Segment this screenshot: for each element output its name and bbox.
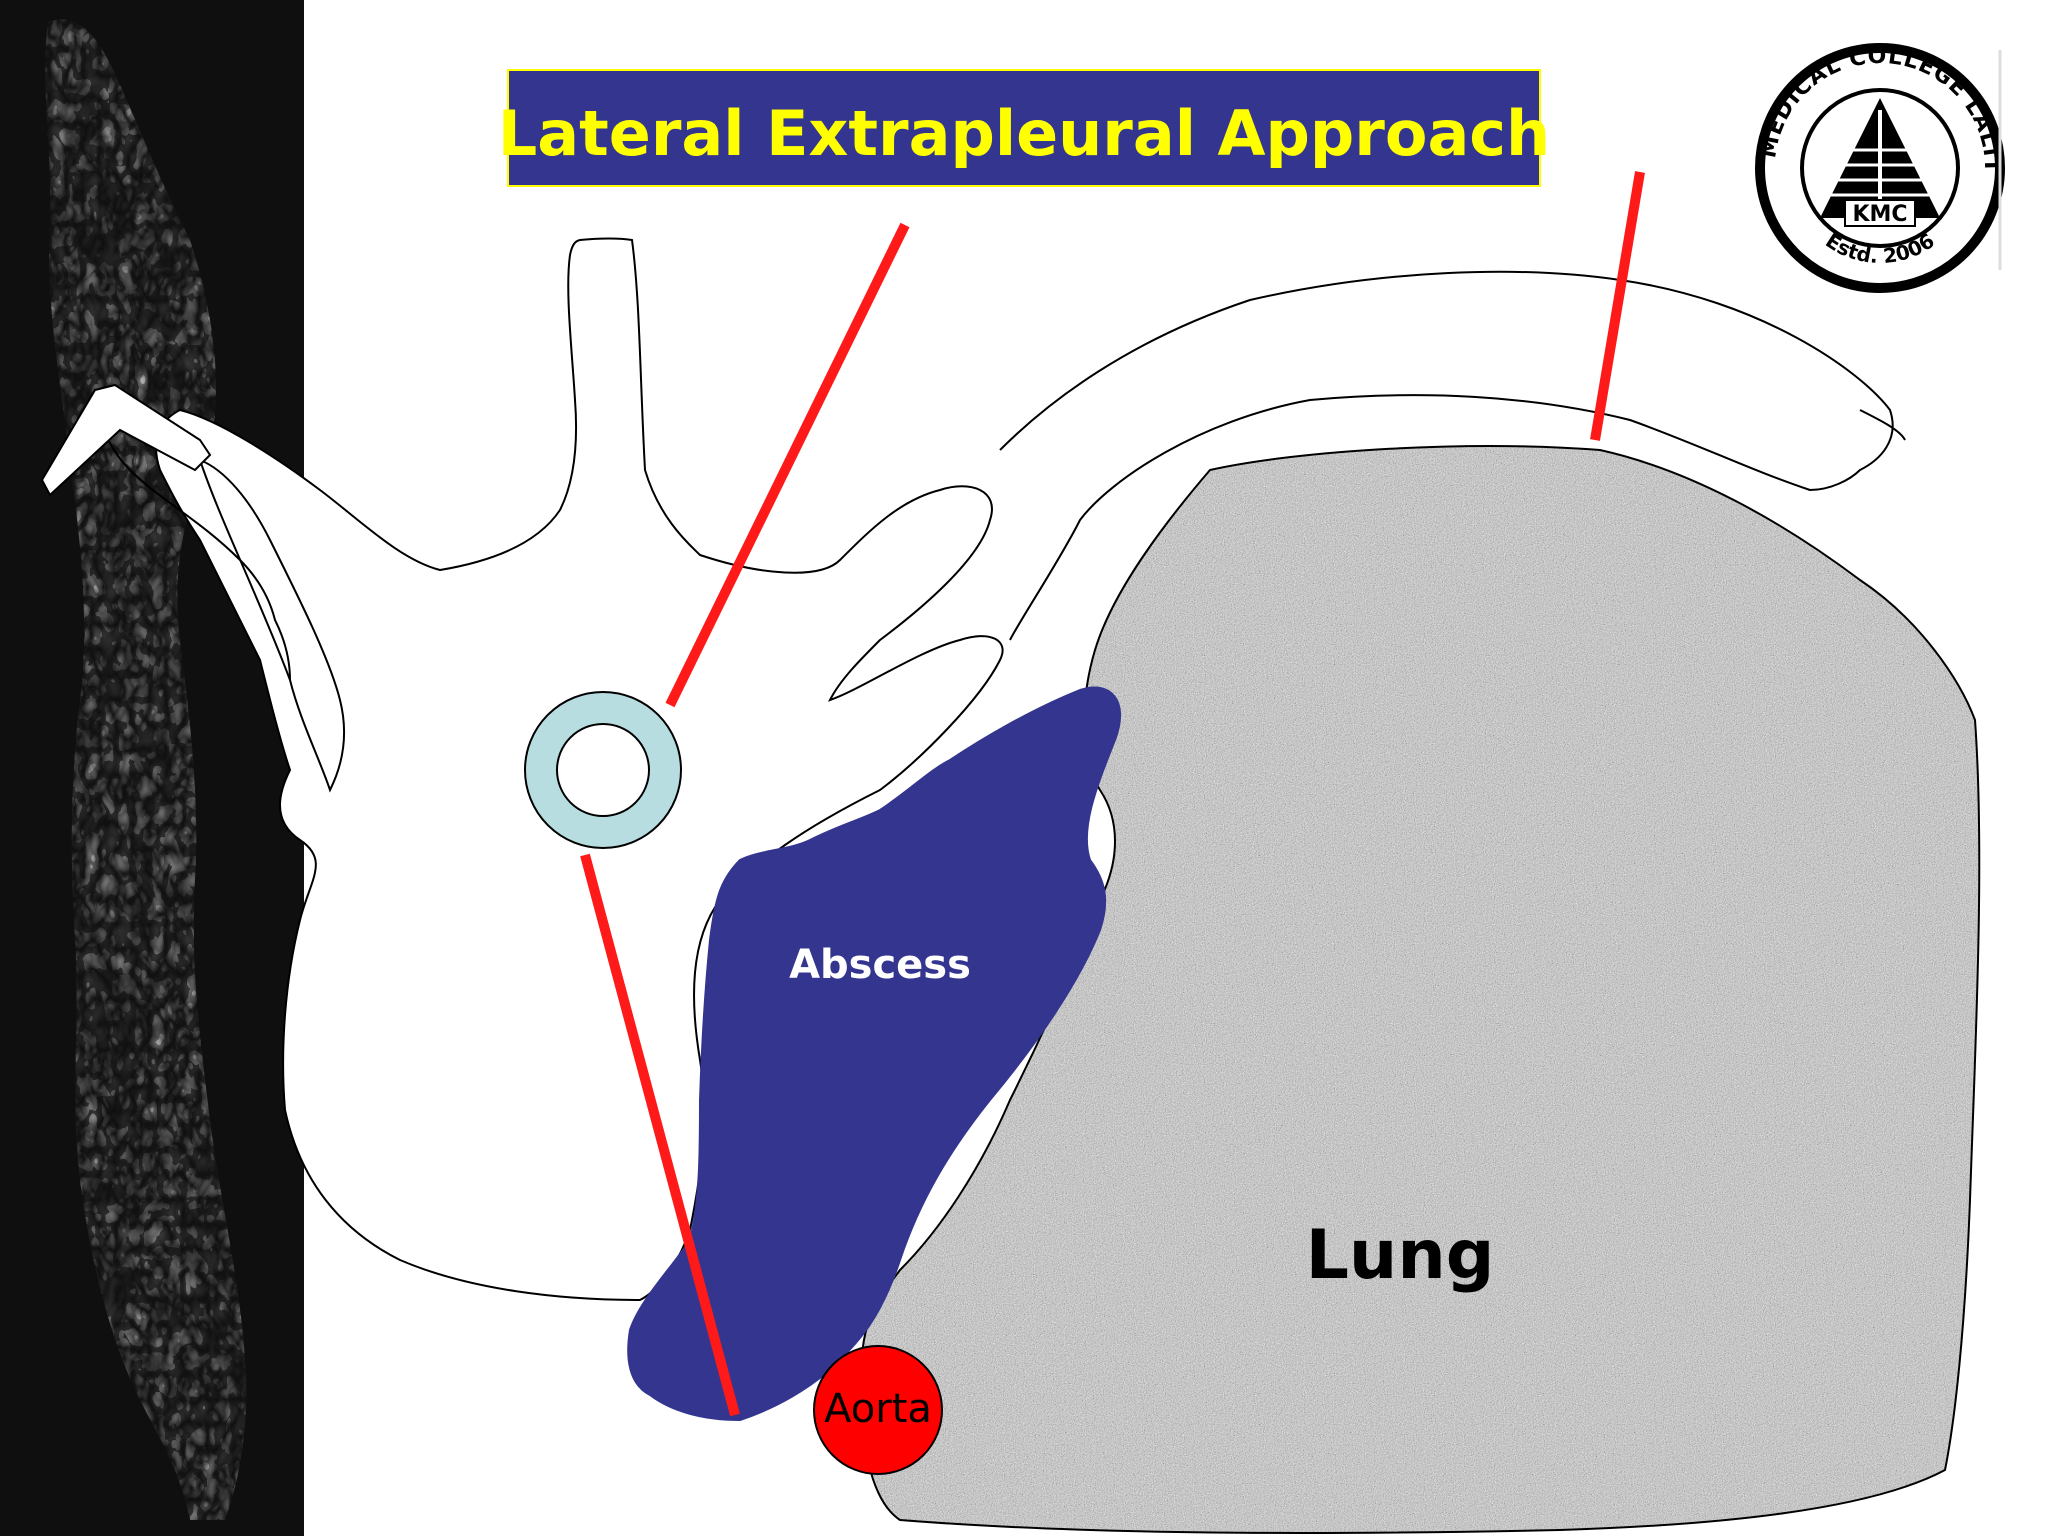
slide-title: Lateral Extrapleural Approach: [498, 97, 1550, 170]
abscess: [627, 686, 1121, 1422]
incision-line-lateral: [1590, 171, 1645, 441]
aorta-label: Aorta: [824, 1386, 932, 1432]
incision-line-lower: [580, 853, 740, 1417]
rib-outline: [999, 270, 1894, 641]
incision-line-upper: [665, 222, 910, 708]
articular-process: [40, 383, 212, 497]
title-box: [507, 69, 1541, 187]
abscess-label: Abscess: [789, 942, 971, 988]
aorta: [813, 1345, 943, 1475]
logo-center-text: KMC: [1852, 202, 1907, 227]
lung-label: Lung: [1306, 1216, 1495, 1295]
